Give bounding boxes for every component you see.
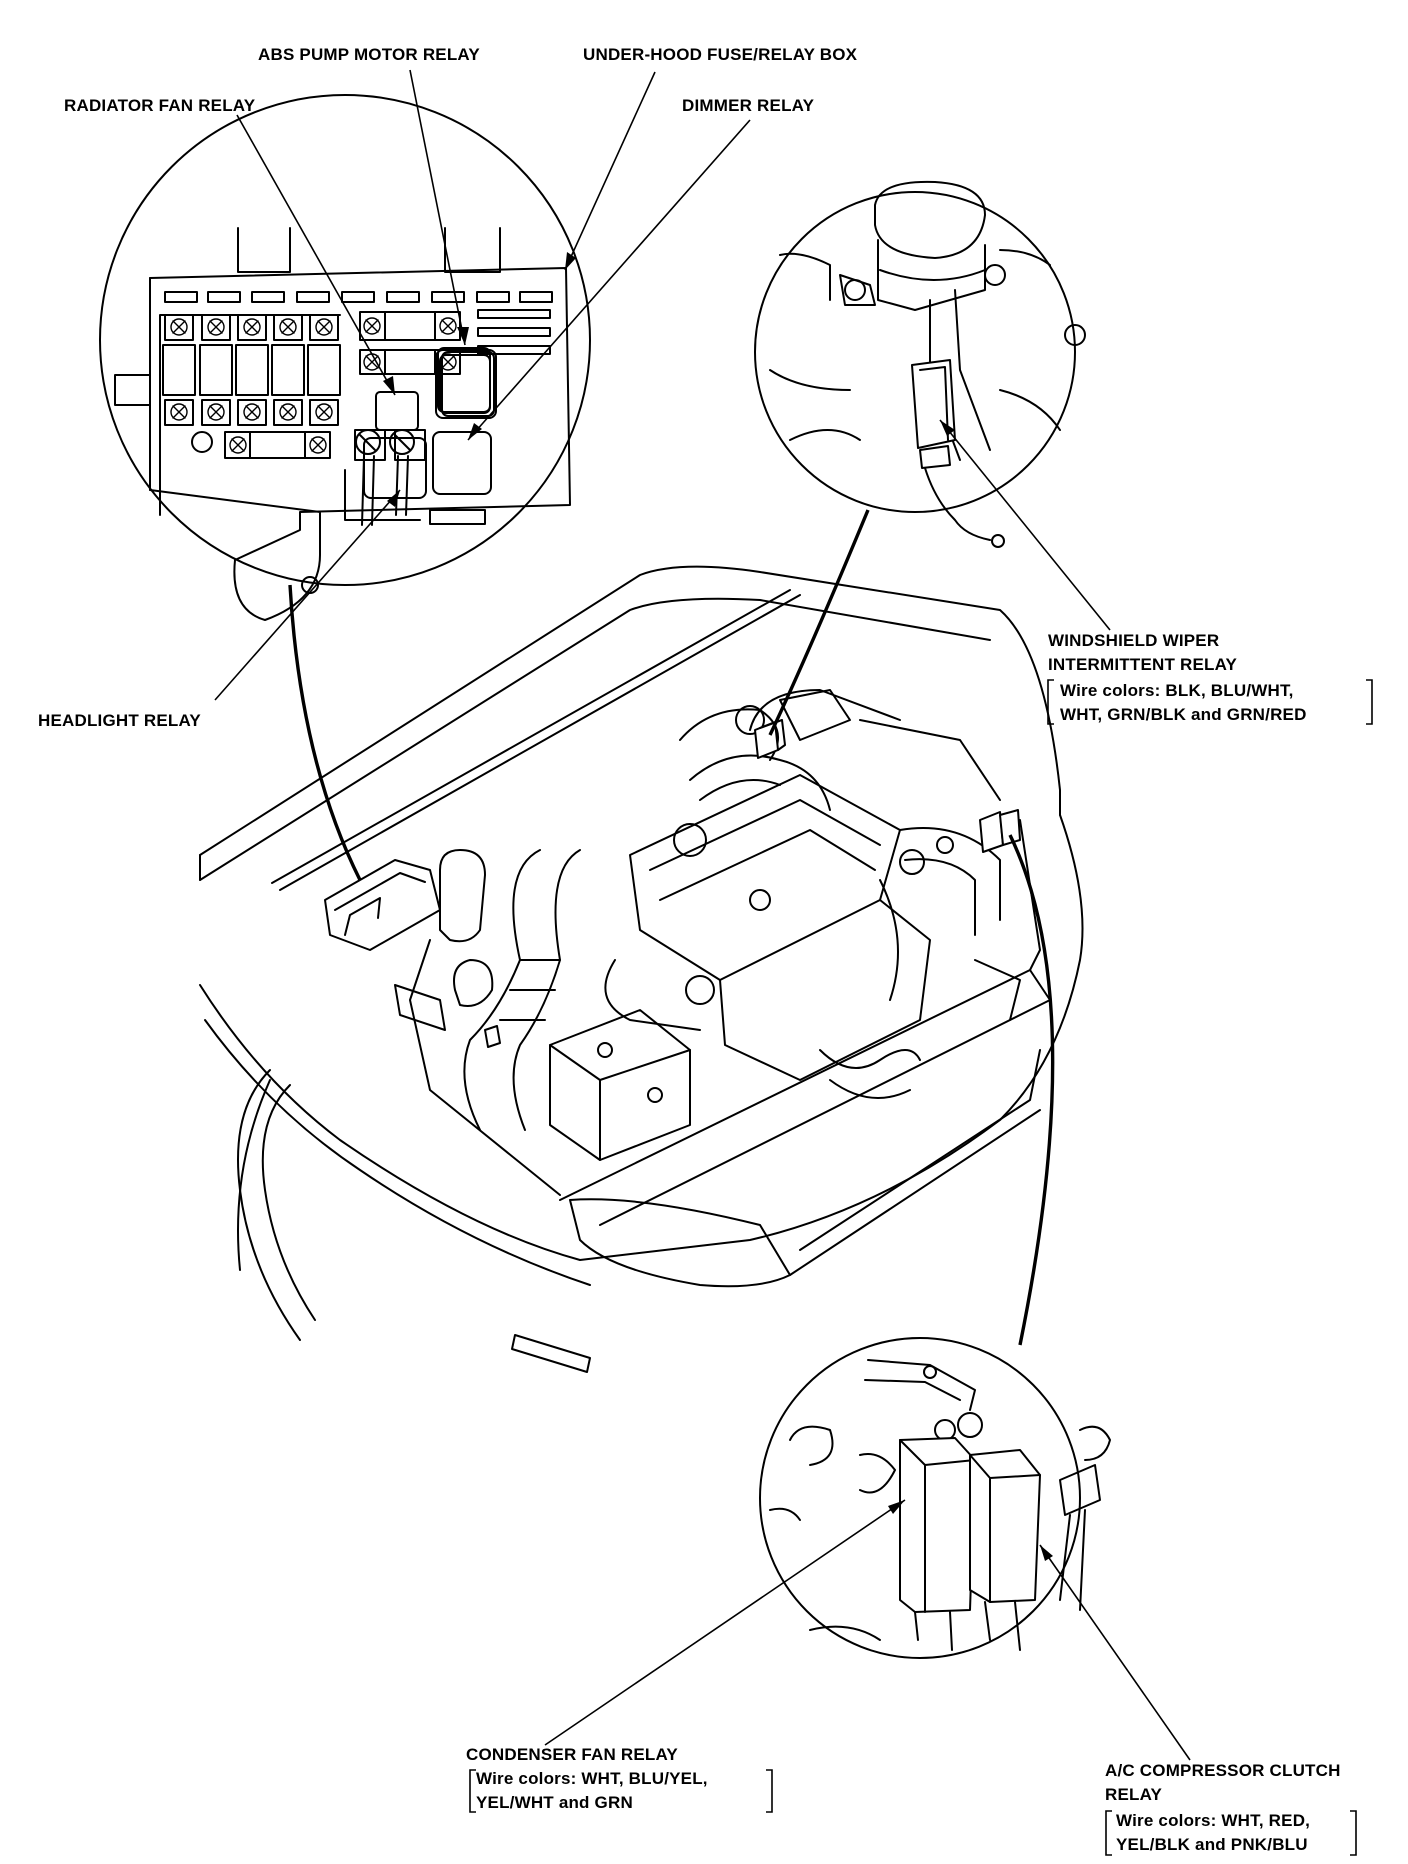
ac-bracket-left (1105, 1810, 1112, 1856)
wiper-bracket-right (1366, 679, 1373, 725)
wiper-label-line2: INTERMITTENT RELAY (1048, 655, 1237, 674)
ac-wire-colors-1: Wire colors: WHT, RED, (1116, 1811, 1310, 1830)
label-radiator-fan-relay: RADIATOR FAN RELAY (64, 96, 256, 115)
car-engine-bay-drawing (199, 565, 1084, 1373)
condenser-bracket-right (766, 1769, 773, 1813)
wiper-wire-colors-1: Wire colors: BLK, BLU/WHT, (1060, 681, 1294, 700)
fuse-columns (159, 314, 341, 516)
fuse-slot-row (164, 291, 553, 355)
leader-lines (214, 69, 1191, 1761)
label-dimmer-relay: DIMMER RELAY (682, 96, 815, 115)
wiper-wire-colors-2: WHT, GRN/BLK and GRN/RED (1060, 705, 1307, 724)
dimmer-relay-part (432, 431, 492, 495)
label-headlight-relay: HEADLIGHT RELAY (38, 711, 201, 730)
wiper-bracket-left (1047, 679, 1054, 725)
label-ac-compressor-clutch-relay: A/C COMPRESSOR CLUTCH RELAY Wire colors:… (1105, 1761, 1357, 1856)
condenser-ac-relay-detail-circle (759, 1337, 1111, 1659)
ac-label-line2: RELAY (1105, 1785, 1163, 1804)
condenser-wire-colors-2: YEL/WHT and GRN (476, 1793, 633, 1812)
condenser-bracket-left (469, 1769, 476, 1813)
condenser-label-line1: CONDENSER FAN RELAY (466, 1745, 678, 1764)
abs-pump-motor-relay-part (441, 351, 495, 417)
callout-connectors (288, 509, 1055, 1346)
label-condenser-fan-relay: CONDENSER FAN RELAY Wire colors: WHT, BL… (466, 1745, 773, 1813)
label-under-hood-fuse-relay-box: UNDER-HOOD FUSE/RELAY BOX (583, 45, 858, 64)
label-windshield-wiper-relay: WINDSHIELD WIPER INTERMITTENT RELAY Wire… (1047, 631, 1373, 725)
ac-bracket-right (1350, 1810, 1357, 1856)
ac-wire-colors-2: YEL/BLK and PNK/BLU (1116, 1835, 1308, 1854)
wiper-label-line1: WINDSHIELD WIPER (1048, 631, 1219, 650)
abs-relay-inner (439, 354, 491, 414)
radiator-fan-relay-part (375, 391, 419, 431)
wiper-relay-detail-circle (754, 180, 1086, 548)
fuse-relay-box-detail-circle (99, 94, 591, 621)
labels: ABS PUMP MOTOR RELAY UNDER-HOOD FUSE/REL… (38, 45, 1373, 1856)
ac-label-line1: A/C COMPRESSOR CLUTCH (1105, 1761, 1341, 1780)
label-abs-pump-motor-relay: ABS PUMP MOTOR RELAY (258, 45, 480, 64)
condenser-wire-colors-1: Wire colors: WHT, BLU/YEL, (476, 1769, 708, 1788)
